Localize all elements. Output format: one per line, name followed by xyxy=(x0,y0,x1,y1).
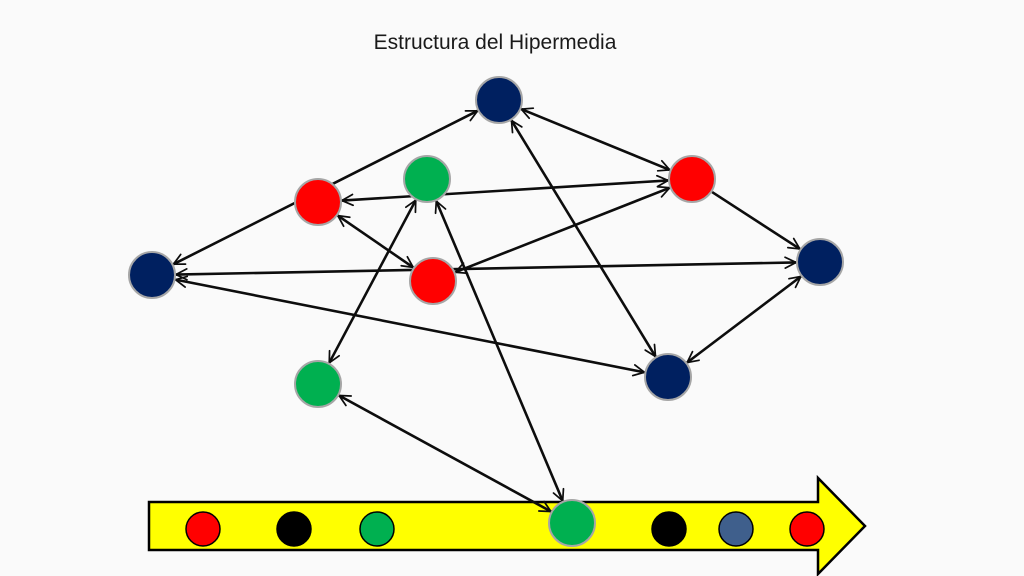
timeline-arrow-body xyxy=(147,474,867,576)
timeline-arrow xyxy=(147,474,867,576)
timeline-dot-7-red xyxy=(789,511,825,547)
edge-red-left-to-red-right xyxy=(341,174,669,207)
node-red-mid xyxy=(409,257,457,305)
node-green-low xyxy=(294,360,342,408)
edge-green-low-to-green-timeline xyxy=(338,394,552,513)
hypermedia-nodes xyxy=(128,76,844,547)
slide-title: Estructura del Hipermedia xyxy=(373,31,617,54)
edge-red-right-to-navy-right xyxy=(711,190,801,251)
node-red-left xyxy=(294,178,342,226)
edge-navy-left-to-navy-right xyxy=(175,256,797,281)
timeline-dot-2-black xyxy=(276,511,312,547)
node-navy-low xyxy=(644,353,692,401)
node-green-top xyxy=(403,155,451,203)
timeline-sequence xyxy=(185,511,825,547)
timeline-dot-6-steel xyxy=(718,511,754,547)
node-red-right xyxy=(668,155,716,203)
edge-navy-right-to-navy-low xyxy=(686,275,802,364)
timeline-dot-1-red xyxy=(185,511,221,547)
edge-green-top-to-green-low xyxy=(328,199,417,364)
edge-red-left-to-red-mid xyxy=(336,214,415,269)
node-green-timeline xyxy=(548,499,596,547)
timeline-dot-3-green xyxy=(359,511,395,547)
edge-navy-left-to-navy-low xyxy=(174,275,646,377)
node-navy-left xyxy=(128,251,176,299)
edge-green-top-to-green-timeline xyxy=(434,200,565,502)
node-top xyxy=(475,76,523,124)
timeline-dot-5-black xyxy=(651,511,687,547)
node-navy-right xyxy=(796,238,844,286)
edge-top-to-red-right xyxy=(520,107,671,172)
edge-red-right-to-red-mid xyxy=(454,185,671,275)
